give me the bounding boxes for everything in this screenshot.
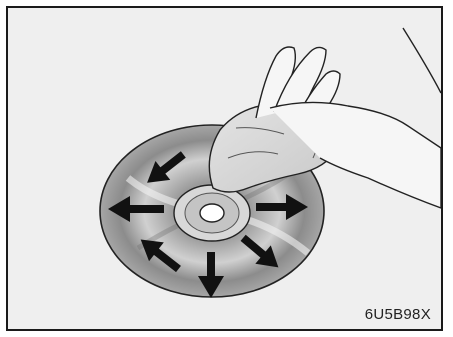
figure-code: 6U5B98X: [365, 306, 431, 323]
cd-cleaning-illustration: [8, 8, 441, 329]
illustration-frame: 6U5B98X: [6, 6, 443, 331]
